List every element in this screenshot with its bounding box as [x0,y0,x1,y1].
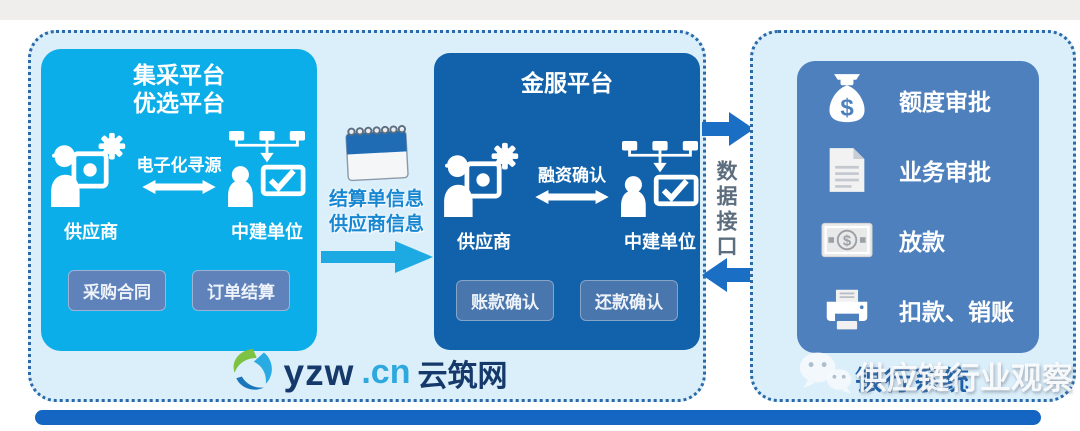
title-line-1: 集采平台 [133,62,225,88]
supplier-label: 供应商 [457,232,511,252]
finance-chips: 账款确认 还款确认 [434,280,700,321]
double-arrow-icon [524,190,620,210]
bank-item-label: 放款 [899,229,945,255]
flow-label: 电子化寻源 [136,156,222,175]
bank-item-label: 业务审批 [899,159,991,185]
supplier-actor: 供应商 [51,131,131,244]
bank-services-box: $ 额度审批 业务审批 [797,61,1039,353]
svg-text:$: $ [843,234,852,250]
bank-item-deduction: 扣款、销账 [797,275,1039,345]
top-strip [0,0,1080,20]
watermark-text: 供应链行业观察 [856,361,1073,396]
bank-system-label: 银行系统 [855,366,971,396]
finance-flow: 融资确认 [524,161,620,211]
procurement-flow: 电子化寻源 [131,151,227,201]
procurement-chips: 采购合同 订单结算 [41,270,317,311]
supplier-label: 供应商 [64,222,118,242]
connector-line-2: 供应商信息 [328,214,424,235]
finance-actors-row: 供应商 融资确认 [434,141,700,254]
svg-text:$: $ [840,95,854,122]
notepad-icon [337,121,416,188]
order-settlement-chip: 订单结算 [192,270,290,311]
data-interface-right-arrow-icon [702,110,754,153]
bank-panel: $ 额度审批 业务审批 [750,30,1076,402]
data-interface-left-arrow-icon [702,256,754,299]
flow-label: 融资确认 [538,166,606,185]
wechat-icon [798,350,854,401]
receivable-confirm-chip: 账款确认 [456,280,554,321]
logo-suffix: 云筑网 [417,359,508,393]
data-interface-label: 数据接口 [714,160,737,260]
money-bag-icon: $ [819,74,875,126]
bank-item-label: 扣款、销账 [899,299,1014,325]
logo-domain: .cn [361,353,411,391]
right-arrow-icon [319,241,434,278]
title-line-2: 优选平台 [133,90,225,116]
procurement-platform-box: 集采平台 优选平台 [41,49,317,351]
finance-box-title: 金服平台 [521,70,613,96]
builder-actor: 中建单位 [620,141,700,254]
procurement-actors-row: 供应商 电子化寻源 [41,131,317,244]
bank-item-quota: $ 额度审批 [797,65,1039,135]
watermark: 供应链行业观察 [798,350,1073,401]
presenter-orgchart-icon [227,131,307,211]
builder-label: 中建单位 [624,232,696,252]
yzw-logo: yzw .cn 云筑网 [31,347,703,398]
bank-item-approval: 业务审批 [797,135,1039,205]
builder-label: 中建单位 [231,222,303,242]
yzw-swirl-logo-icon [227,347,277,398]
presenter-orgchart-icon [620,141,700,221]
finance-platform-box: 金服平台 [434,53,700,350]
bank-item-loan: $ 放款 [797,205,1039,275]
bank-item-label: 额度审批 [899,89,991,115]
purchase-contract-chip: 采购合同 [68,270,166,311]
builder-actor: 中建单位 [227,131,307,244]
settlement-connector: 结算单信息 供应商信息 [319,123,434,278]
bottom-accent-bar [35,410,1041,425]
connector-line-1: 结算单信息 [328,189,424,210]
worker-gear-icon [51,132,131,211]
printer-icon [819,288,875,332]
supplier-actor: 供应商 [444,141,524,254]
document-icon [819,146,875,194]
double-arrow-icon [131,180,227,200]
platform-panel: 集采平台 优选平台 [28,30,706,402]
logo-name: yzw [283,351,355,393]
worker-gear-icon [444,142,524,221]
banknote-icon: $ [819,222,875,258]
repayment-confirm-chip: 还款确认 [580,280,678,321]
procurement-box-title: 集采平台 优选平台 [41,49,317,117]
